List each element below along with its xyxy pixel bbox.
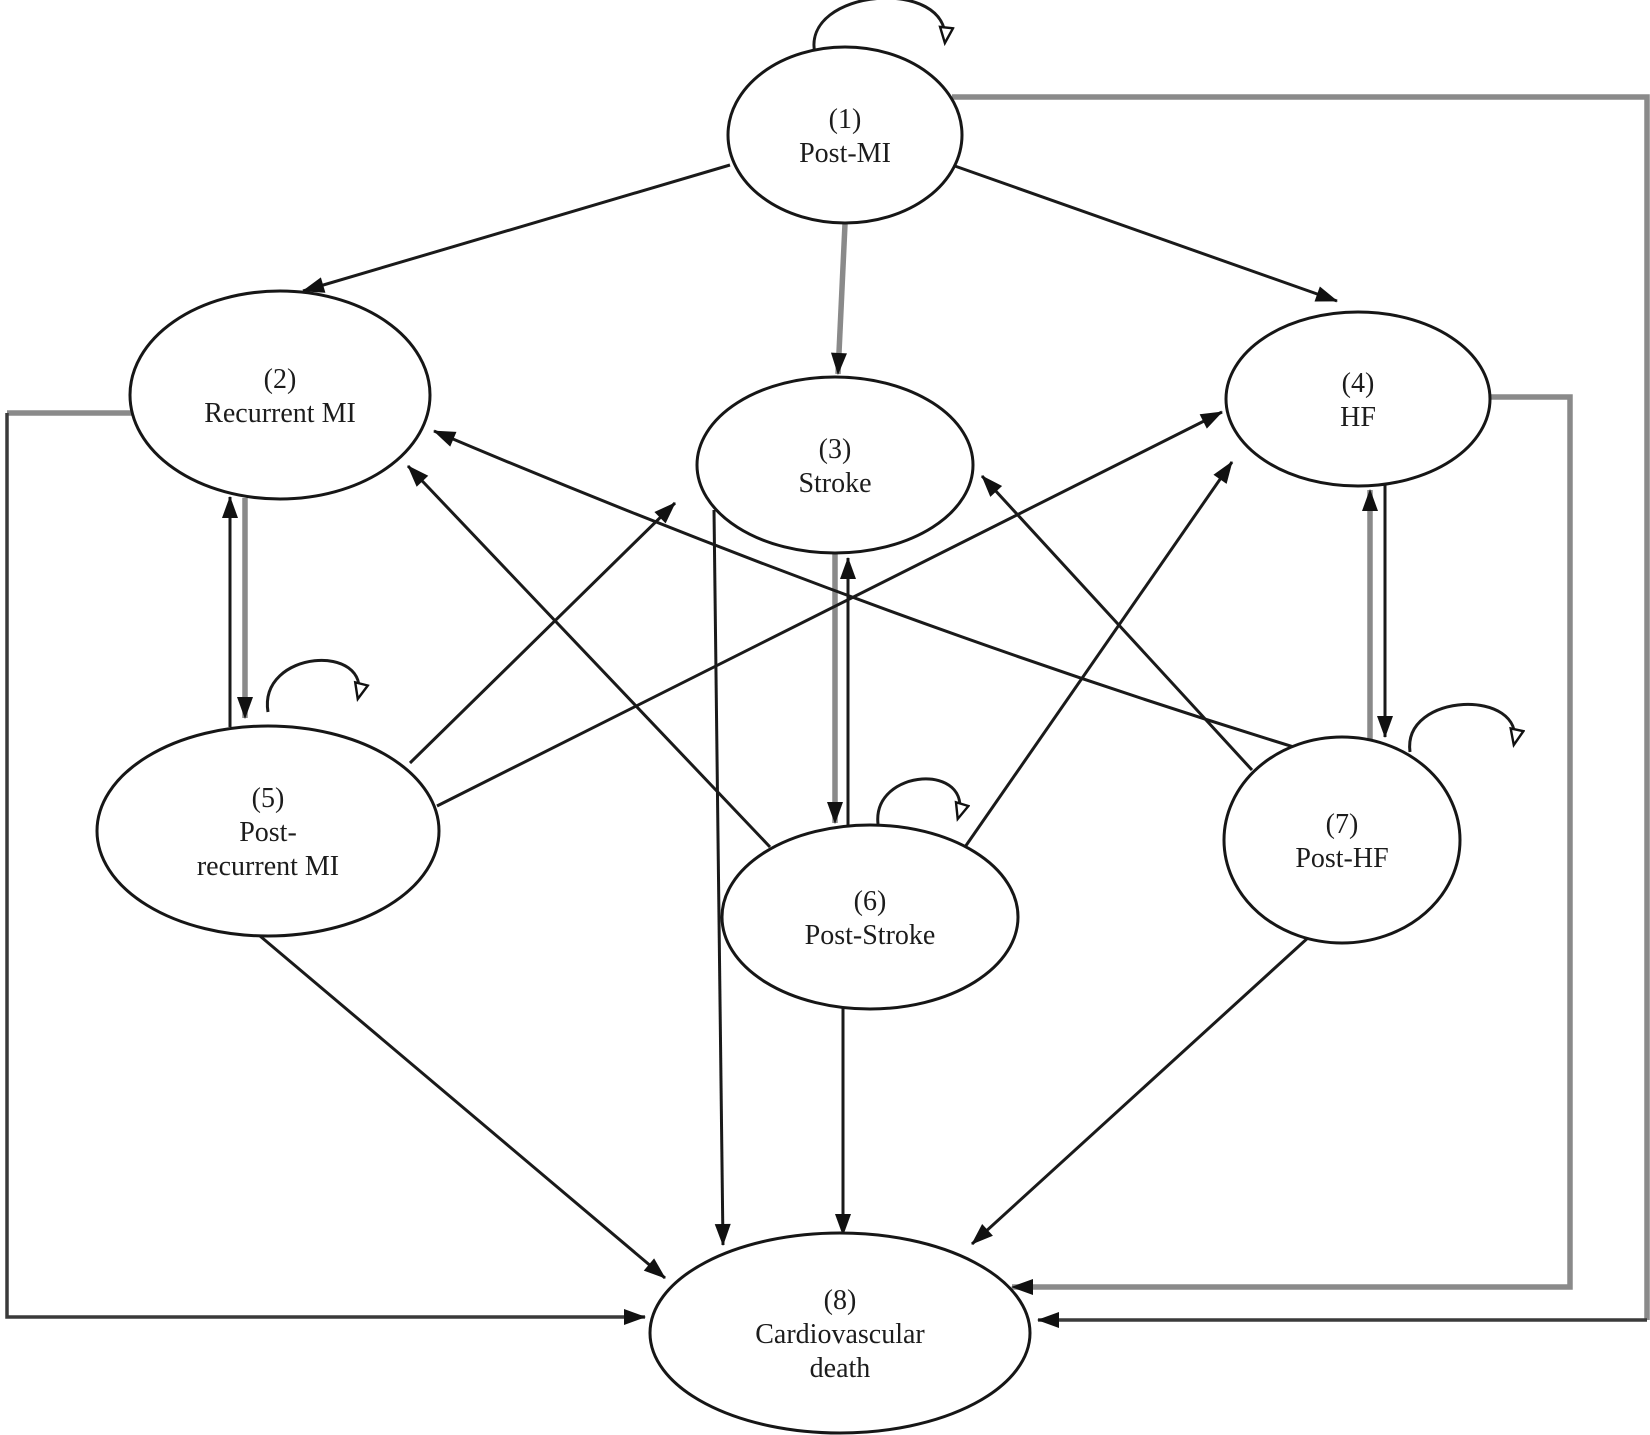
node-recurrent-mi-label-line: Recurrent MI bbox=[204, 398, 356, 429]
node-hf-label-line: HF bbox=[1340, 402, 1376, 433]
node-hf-ellipse bbox=[1224, 310, 1492, 488]
node-stroke-ellipse bbox=[695, 375, 975, 555]
edge-post-recurrent-mi-stroke-arrow bbox=[408, 501, 677, 765]
node-recurrent-mi-label: (2)Recurrent MI bbox=[204, 364, 356, 429]
node-post-recurrent-mi-ellipse bbox=[95, 724, 441, 938]
node-post-recurrent-mi-label: (5)Post-recurrent MI bbox=[197, 783, 339, 882]
edge-self-post-hf-self-loop-arrow bbox=[1408, 703, 1515, 753]
edge-post-mi-hf-arrow bbox=[951, 163, 1338, 303]
node-cardiovascular-death-ellipse bbox=[648, 1231, 1032, 1435]
node-post-hf-label-line: (7) bbox=[1326, 809, 1359, 840]
node-recurrent-mi-label-line: (2) bbox=[264, 364, 297, 395]
node-post-recurrent-mi-label-line: recurrent MI bbox=[197, 851, 339, 882]
node-hf: (4)HF bbox=[1224, 310, 1492, 488]
node-post-mi-label-line: (1) bbox=[829, 104, 862, 135]
node-post-stroke-ellipse bbox=[720, 823, 1020, 1011]
node-post-mi-label: (1)Post-MI bbox=[799, 104, 891, 169]
edge-post-mi-death-route-arrow bbox=[952, 94, 1650, 1320]
node-cardiovascular-death-label-line: death bbox=[810, 1353, 871, 1384]
node-post-hf: (7)Post-HF bbox=[1222, 735, 1462, 945]
edge-post-mi-stroke-arrow bbox=[830, 223, 848, 375]
edge-post-stroke-hf-arrow bbox=[963, 461, 1234, 848]
node-post-mi-ellipse bbox=[726, 45, 964, 225]
node-stroke-label: (3)Stroke bbox=[798, 434, 871, 499]
edge-post-stroke-recurrent-mi-arrow bbox=[406, 464, 772, 849]
edge-post-hf-recurrent-mi-arrow bbox=[433, 429, 1298, 750]
node-post-mi: (1)Post-MI bbox=[726, 45, 964, 225]
node-stroke-label-line: Stroke bbox=[798, 468, 871, 499]
node-post-recurrent-mi-label-line: (5) bbox=[252, 783, 285, 814]
node-post-mi-label-line: Post-MI bbox=[799, 138, 891, 169]
node-post-recurrent-mi-label-line: Post- bbox=[239, 817, 297, 848]
node-post-hf-ellipse bbox=[1222, 735, 1462, 945]
node-cardiovascular-death-label-line: (8) bbox=[824, 1285, 857, 1316]
node-post-recurrent-mi: (5)Post-recurrent MI bbox=[95, 724, 441, 938]
node-post-stroke-label: (6)Post-Stroke bbox=[805, 886, 936, 951]
node-stroke-label-line: (3) bbox=[819, 434, 852, 465]
node-recurrent-mi: (2)Recurrent MI bbox=[128, 289, 432, 501]
edge-post-recurrent-mi-hf-arrow bbox=[436, 410, 1223, 808]
node-hf-label: (4)HF bbox=[1340, 368, 1376, 433]
node-post-stroke: (6)Post-Stroke bbox=[720, 823, 1020, 1011]
edge-stroke-death-arrow bbox=[712, 509, 731, 1246]
node-hf-label-line: (4) bbox=[1342, 368, 1375, 399]
edge-post-recurrent-mi-death-arrow bbox=[259, 934, 666, 1280]
node-recurrent-mi-ellipse bbox=[128, 289, 432, 501]
edge-post-hf-death-arrow bbox=[970, 934, 1312, 1246]
transition-arrows-layer bbox=[5, 0, 1650, 1328]
edge-post-mi-recurrent-mi-arrow bbox=[302, 163, 731, 293]
node-post-hf-label-line: Post-HF bbox=[1295, 843, 1388, 874]
node-post-stroke-label-line: Post-Stroke bbox=[805, 920, 936, 951]
edge-recurrent-mi-death-arrow bbox=[5, 413, 646, 1325]
node-post-hf-label: (7)Post-HF bbox=[1295, 809, 1388, 874]
edge-self-post-stroke-self-loop-arrow bbox=[876, 777, 960, 825]
edge-self-post-mi-self-loop-arrow bbox=[812, 0, 945, 55]
node-stroke: (3)Stroke bbox=[695, 375, 975, 555]
node-cardiovascular-death-label-line: Cardiovascular bbox=[755, 1319, 925, 1350]
node-post-stroke-label-line: (6) bbox=[854, 886, 887, 917]
edge-hf-death-arrow bbox=[1011, 394, 1573, 1295]
state-nodes-layer: (1)Post-MI(2)Recurrent MI(3)Stroke(4)HF(… bbox=[95, 45, 1492, 1435]
edge-post-hf-stroke-arrow bbox=[980, 474, 1254, 772]
edge-self-post-recurrent-mi-self-loop-arrow bbox=[266, 658, 359, 713]
